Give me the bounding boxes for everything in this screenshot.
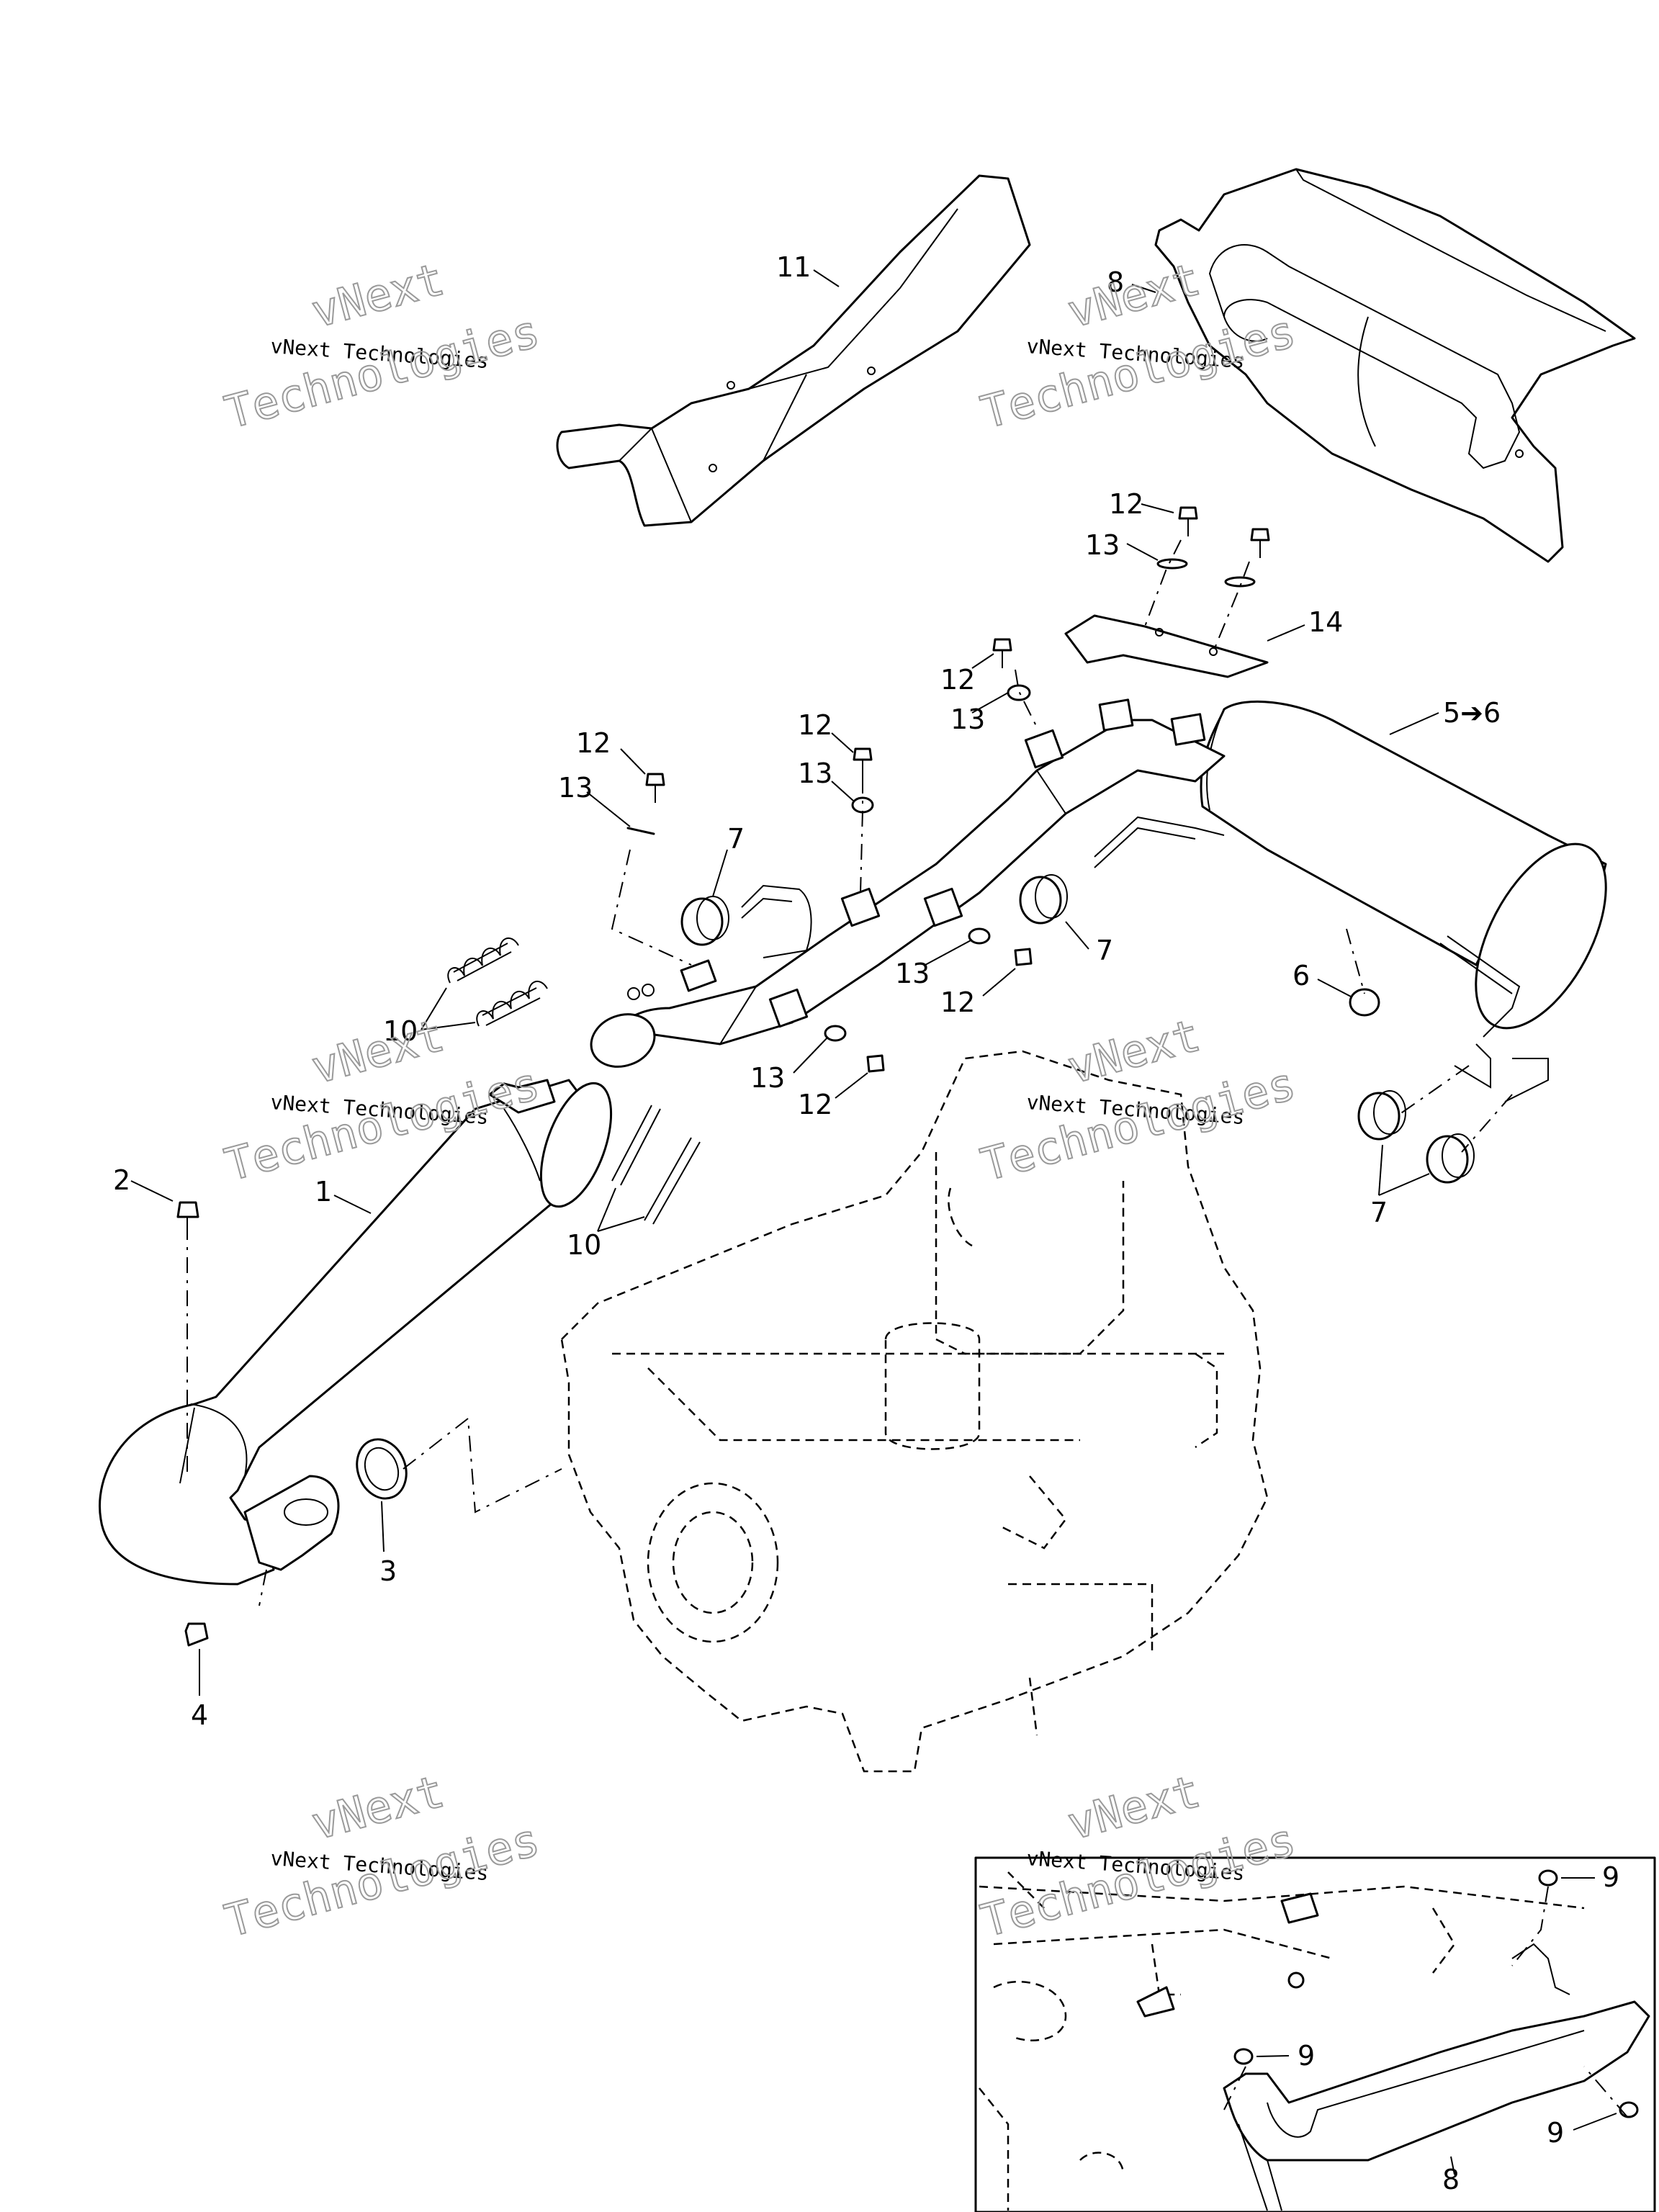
callout-labels: 11 8 12 13 14 5➔6 12 13 12 13 12 13 7 7 … <box>113 251 1619 2195</box>
callout-11: 11 <box>776 251 811 283</box>
grommets-7 <box>680 874 1475 1184</box>
svg-text:vNext: vNext <box>306 1765 449 1851</box>
callout-2: 2 <box>113 1164 130 1196</box>
watermark-bottom-left: vNext vNext Technologies Technologies <box>219 1764 546 1948</box>
watermark-mid-right: vNext vNext Technologies Technologies <box>975 1008 1302 1192</box>
callout-9-a: 9 <box>1602 1861 1619 1893</box>
callout-12-e: 12 <box>940 986 975 1018</box>
svg-text:vNext: vNext <box>306 253 449 338</box>
engine-phantom <box>560 1050 1269 1773</box>
callout-7-a: 7 <box>727 823 745 855</box>
heat-shield-11 <box>556 174 1031 527</box>
gasket-3 <box>356 1438 408 1500</box>
callout-14: 14 <box>1308 606 1343 638</box>
svg-text:vNext: vNext <box>1062 1765 1205 1851</box>
callout-13-c: 13 <box>798 757 832 789</box>
callout-9-c: 9 <box>1547 2117 1564 2149</box>
svg-text:vNext: vNext <box>1062 1009 1205 1094</box>
callout-6: 6 <box>1292 960 1310 992</box>
callout-12-b: 12 <box>940 664 975 696</box>
svg-text:vNext: vNext <box>1062 253 1205 338</box>
alignment-lines <box>186 539 1513 1606</box>
callout-12-c: 12 <box>798 709 832 741</box>
callout-13-d: 13 <box>558 772 593 804</box>
callout-13-b: 13 <box>950 703 985 735</box>
callout-7-b: 7 <box>1096 935 1113 966</box>
callout-12-a: 12 <box>1109 488 1143 520</box>
callout-13-f: 13 <box>750 1062 785 1094</box>
callout-12-f: 12 <box>798 1089 832 1120</box>
callout-8-top: 8 <box>1107 266 1124 298</box>
callout-3: 3 <box>379 1555 397 1587</box>
callout-13-e: 13 <box>895 958 930 989</box>
callout-13-a: 13 <box>1085 529 1120 561</box>
callout-12-d: 12 <box>576 727 611 759</box>
springs-10 <box>447 938 701 1225</box>
callout-7-c: 7 <box>1370 1197 1388 1228</box>
heat-shield-8 <box>1154 168 1636 563</box>
head-pipe-1 <box>99 1079 613 1586</box>
callout-8-inset: 8 <box>1442 2164 1460 2195</box>
callout-10-a: 10 <box>383 1015 418 1047</box>
callout-4: 4 <box>191 1699 208 1731</box>
watermark-top-left: vNext vNext Technologies Technologies <box>219 252 546 440</box>
svg-text:vNext: vNext <box>306 1009 449 1094</box>
callout-5-6: 5➔6 <box>1443 697 1501 729</box>
svg-text:Technologies: Technologies <box>220 305 545 439</box>
inset-detail <box>974 1856 1656 2212</box>
callout-1: 1 <box>315 1176 332 1208</box>
leader-lines <box>130 269 1617 2175</box>
bracket-14 <box>1064 614 1269 678</box>
callout-9-b: 9 <box>1298 2040 1315 2072</box>
callout-10-b: 10 <box>567 1229 601 1261</box>
exhaust-pipe <box>590 698 1226 1068</box>
muffler-5 <box>1094 700 1607 1102</box>
